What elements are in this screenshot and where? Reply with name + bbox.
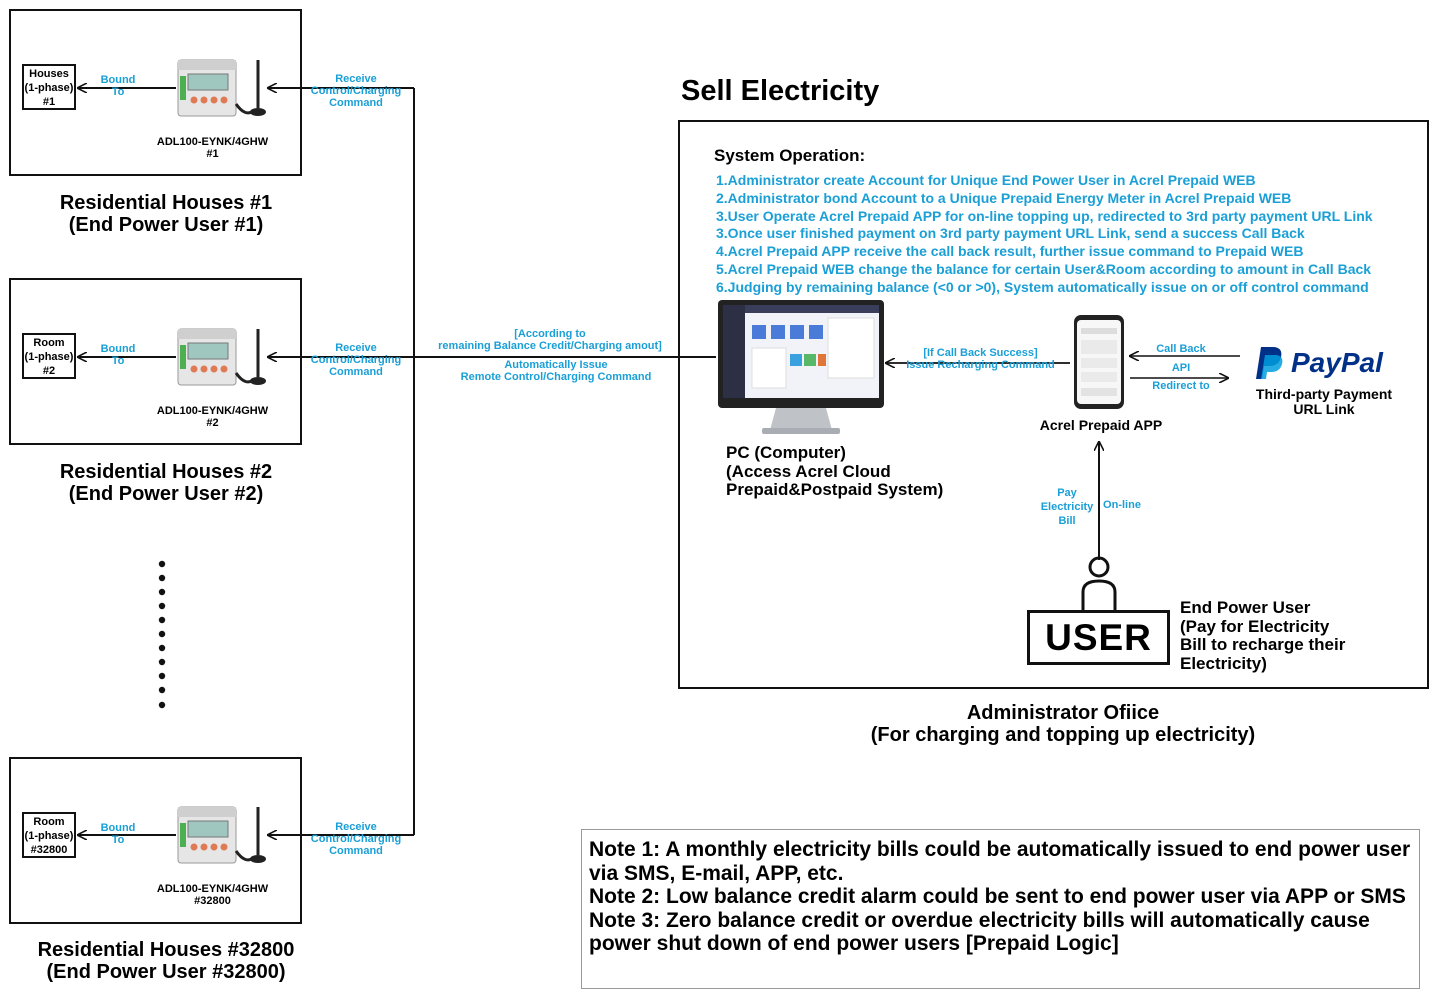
house-frame-1 xyxy=(9,9,302,176)
meter-model-3: ADL100-EYNK/4GHW#32800 xyxy=(156,883,269,907)
house-label-line: (1-phase) xyxy=(24,351,74,363)
redirect-label: Redirect to xyxy=(1152,380,1210,392)
house-label-box-2: Room (1-phase) #2 xyxy=(22,333,76,379)
notes-box: Note 1: A monthly electricity bills coul… xyxy=(581,829,1420,989)
house-label-line: Room xyxy=(33,337,65,349)
callback-label: [If Call Back Success]Issue Recharging C… xyxy=(906,347,1055,371)
house-caption-2: Residential Houses #2(End Power User #2) xyxy=(59,461,273,505)
house-caption-1: Residential Houses #1(End Power User #1) xyxy=(59,192,273,236)
paypal-logo-icon xyxy=(1250,345,1284,386)
energy-meter-icon xyxy=(176,56,266,129)
house-label-line: #1 xyxy=(42,96,56,108)
house-label-line: Room xyxy=(33,816,65,828)
api-label: API xyxy=(1171,362,1191,374)
step-item: 5.Acrel Prepaid WEB change the balance f… xyxy=(716,260,1372,277)
house-caption-3: Residential Houses #32800(End Power User… xyxy=(37,939,295,983)
call-back-label: Call Back xyxy=(1156,343,1206,355)
admin-office-frame xyxy=(678,120,1429,689)
ellipsis-dots xyxy=(158,560,166,709)
house-label-line: (1-phase) xyxy=(24,82,74,94)
system-operation-steps: 1.Administrator create Account for Uniqu… xyxy=(716,172,1373,297)
app-label: Acrel Prepaid APP xyxy=(1039,417,1163,433)
step-item: 6.Judging by remaining balance (<0 or >0… xyxy=(716,278,1369,295)
meter-model-1: ADL100-EYNK/4GHW#1 xyxy=(156,136,269,160)
house-label-line: (1-phase) xyxy=(24,830,74,842)
user-box: USER xyxy=(1027,610,1170,665)
house-label-line: Houses xyxy=(29,68,69,80)
step-item: 4.Acrel Prepaid APP receive the call bac… xyxy=(716,243,1304,260)
step-item: 3.Once user finished payment on 3rd part… xyxy=(716,225,1305,242)
step-item: 3.User Operate Acrel Prepaid APP for on-… xyxy=(716,207,1373,224)
energy-meter-icon xyxy=(176,325,266,398)
page-title: Sell Electricity xyxy=(681,75,880,107)
note-item: Note 2: Low balance credit alarm could b… xyxy=(589,885,1406,908)
paypal-logo-text: PayPal xyxy=(1291,347,1383,378)
house-frame-2 xyxy=(9,278,302,445)
user-person-icon xyxy=(1074,556,1126,617)
house-label-box-1: Houses (1-phase) #1 xyxy=(22,64,76,110)
note-item: Note 3: Zero balance credit or overdue e… xyxy=(589,908,1370,956)
system-operation-heading: System Operation: xyxy=(714,146,866,165)
online-label: On-line xyxy=(1103,499,1141,511)
energy-meter-icon xyxy=(176,803,266,876)
meter-model-2: ADL100-EYNK/4GHW#2 xyxy=(156,405,269,429)
house-label-line: #32800 xyxy=(30,844,68,856)
step-item: 2.Administrator bond Account to a Unique… xyxy=(716,189,1292,206)
admin-office-caption: Administrator Ofiice(For charging and to… xyxy=(870,702,1256,746)
pc-monitor-icon xyxy=(716,298,888,443)
house-frame-3 xyxy=(9,757,302,924)
step-item: 1.Administrator create Account for Uniqu… xyxy=(716,172,1256,188)
phone-icon xyxy=(1073,314,1127,417)
house-label-box-3: Room (1-phase) #32800 xyxy=(22,812,76,858)
house-label-line: #2 xyxy=(42,365,56,377)
note-item: Note 1: A monthly electricity bills coul… xyxy=(589,838,1411,885)
